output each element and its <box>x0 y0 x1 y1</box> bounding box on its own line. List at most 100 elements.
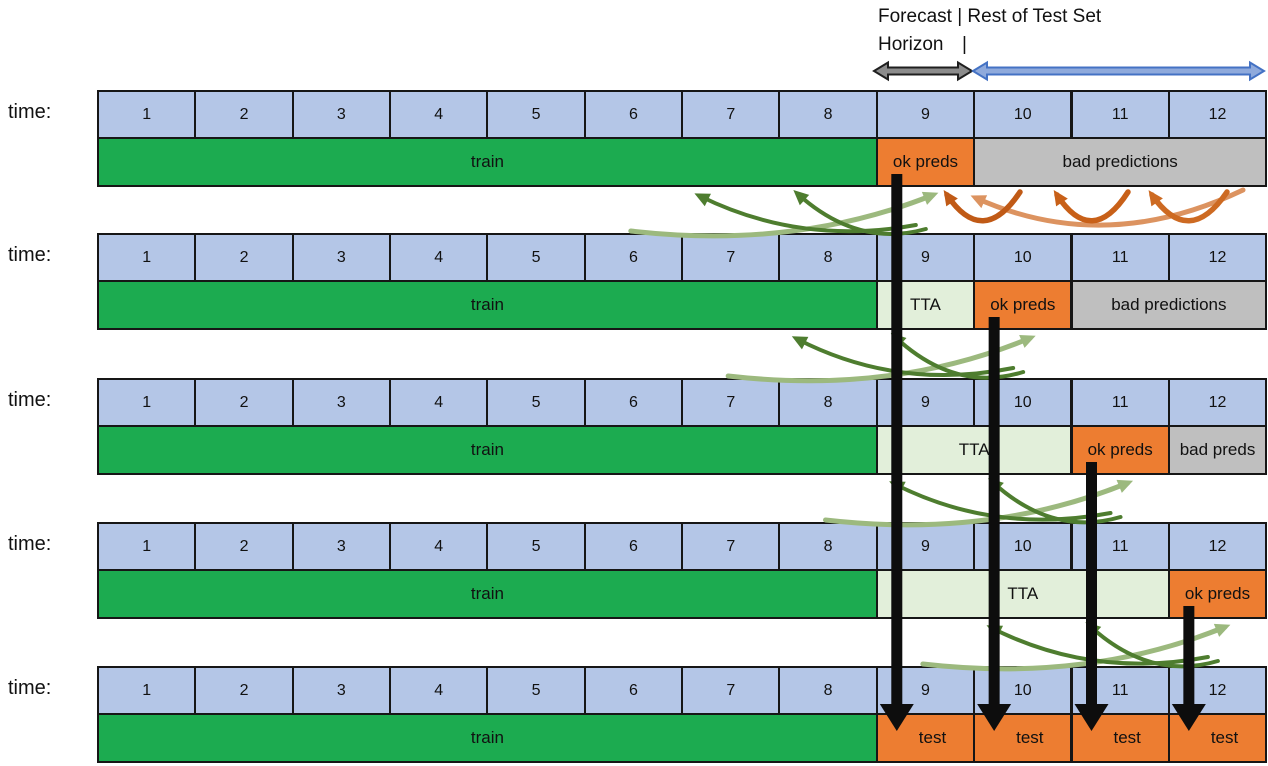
time-cell: 9 <box>875 233 976 282</box>
feedback-arrow-light-green <box>628 191 939 239</box>
time-cell: 9 <box>875 522 976 571</box>
time-cell: 6 <box>583 90 684 139</box>
time-cell: 4 <box>389 233 489 282</box>
time-cell: 12 <box>1167 666 1268 715</box>
feedback-arrow-dark-green <box>889 481 1113 522</box>
time-cell: 12 <box>1167 233 1268 282</box>
time-cell: 1 <box>97 522 197 571</box>
segment-train: train <box>97 569 878 619</box>
time-cell: 9 <box>875 90 976 139</box>
segment-test: test <box>875 713 976 763</box>
forecast-horizon-header-pipe: | <box>962 34 967 55</box>
feedback-arrow-light-green <box>823 479 1134 528</box>
time-cell: 8 <box>778 666 878 715</box>
time-cell: 2 <box>194 378 294 427</box>
time-cell: 3 <box>291 378 392 427</box>
time-label: time: <box>8 244 52 266</box>
time-label: time: <box>8 101 52 123</box>
time-cell: 2 <box>194 233 294 282</box>
bad-prediction-feedback-arrow <box>943 189 1023 224</box>
time-cell: 5 <box>486 90 586 139</box>
time-cell: 8 <box>778 378 878 427</box>
time-cell: 3 <box>291 233 392 282</box>
time-cell: 6 <box>583 233 684 282</box>
time-cell: 9 <box>875 666 976 715</box>
feedback-arrow-dark-green <box>1085 621 1220 669</box>
time-cell: 3 <box>291 666 392 715</box>
time-cell: 10 <box>973 522 1073 571</box>
bad-prediction-feedback-arrow <box>1148 189 1230 224</box>
segment-bad-predictions: bad preds <box>1167 425 1268 475</box>
time-cell: 1 <box>97 233 197 282</box>
time-label: time: <box>8 533 52 555</box>
time-cell: 4 <box>389 666 489 715</box>
time-cell: 10 <box>973 666 1073 715</box>
segment-tta: TTA <box>875 425 1073 475</box>
feedback-arrow-dark-green <box>694 193 918 234</box>
time-cell: 5 <box>486 233 586 282</box>
segment-test: test <box>973 713 1073 763</box>
time-cell: 11 <box>1070 378 1170 427</box>
time-cell: 2 <box>194 522 294 571</box>
time-cell: 11 <box>1070 90 1170 139</box>
time-label: time: <box>8 677 52 699</box>
segment-bad-predictions: bad predictions <box>1070 280 1268 330</box>
feedback-arrow-dark-green <box>986 625 1210 666</box>
time-cell: 6 <box>583 666 684 715</box>
time-cell: 6 <box>583 378 684 427</box>
feedback-arrow-light-green <box>920 623 1231 672</box>
segment-tta: TTA <box>875 280 976 330</box>
time-cell: 7 <box>681 378 781 427</box>
time-cell: 5 <box>486 666 586 715</box>
time-cell: 2 <box>194 90 294 139</box>
rest-of-test-set-arrow <box>971 60 1266 82</box>
segment-ok-preds: ok preds <box>1167 569 1268 619</box>
segment-test: test <box>1167 713 1268 763</box>
time-cell: 7 <box>681 522 781 571</box>
time-cell: 8 <box>778 233 878 282</box>
segment-train: train <box>97 425 878 475</box>
forecast-horizon-header-line1: Forecast | Rest of Test Set <box>878 6 1102 27</box>
feedback-arrow-light-green <box>725 334 1036 384</box>
time-cell: 7 <box>681 233 781 282</box>
time-cell: 2 <box>194 666 294 715</box>
forecast-horizon-header-line2: Horizon <box>878 34 944 55</box>
time-cell: 10 <box>973 378 1073 427</box>
segment-tta: TTA <box>875 569 1170 619</box>
forecast-horizon-arrow <box>872 60 974 82</box>
time-cell: 11 <box>1070 233 1170 282</box>
time-cell: 12 <box>1167 378 1268 427</box>
time-cell: 4 <box>389 522 489 571</box>
time-cell: 4 <box>389 90 489 139</box>
time-cell: 3 <box>291 90 392 139</box>
segment-bad-predictions: bad predictions <box>973 137 1268 187</box>
time-cell: 8 <box>778 522 878 571</box>
segment-ok-preds: ok preds <box>875 137 976 187</box>
time-cell: 10 <box>973 90 1073 139</box>
time-cell: 6 <box>583 522 684 571</box>
time-cell: 12 <box>1167 90 1268 139</box>
time-cell: 4 <box>389 378 489 427</box>
feedback-arrow-dark-green <box>791 336 1016 378</box>
bad-prediction-feedback-arrow <box>970 187 1246 228</box>
time-cell: 7 <box>681 90 781 139</box>
segment-train: train <box>97 713 878 763</box>
feedback-arrow-dark-green <box>988 477 1123 525</box>
segment-test: test <box>1070 713 1170 763</box>
segment-ok-preds: ok preds <box>973 280 1073 330</box>
bad-prediction-feedback-arrow <box>1053 189 1131 224</box>
segment-train: train <box>97 280 878 330</box>
time-cell: 8 <box>778 90 878 139</box>
feedback-arrow-dark-green <box>890 332 1026 380</box>
time-cell: 3 <box>291 522 392 571</box>
time-cell: 1 <box>97 90 197 139</box>
time-cell: 11 <box>1070 522 1170 571</box>
time-cell: 12 <box>1167 522 1268 571</box>
time-cell: 9 <box>875 378 976 427</box>
time-cell: 10 <box>973 233 1073 282</box>
segment-ok-preds: ok preds <box>1070 425 1170 475</box>
time-cell: 1 <box>97 666 197 715</box>
time-cell: 1 <box>97 378 197 427</box>
time-cell: 5 <box>486 378 586 427</box>
